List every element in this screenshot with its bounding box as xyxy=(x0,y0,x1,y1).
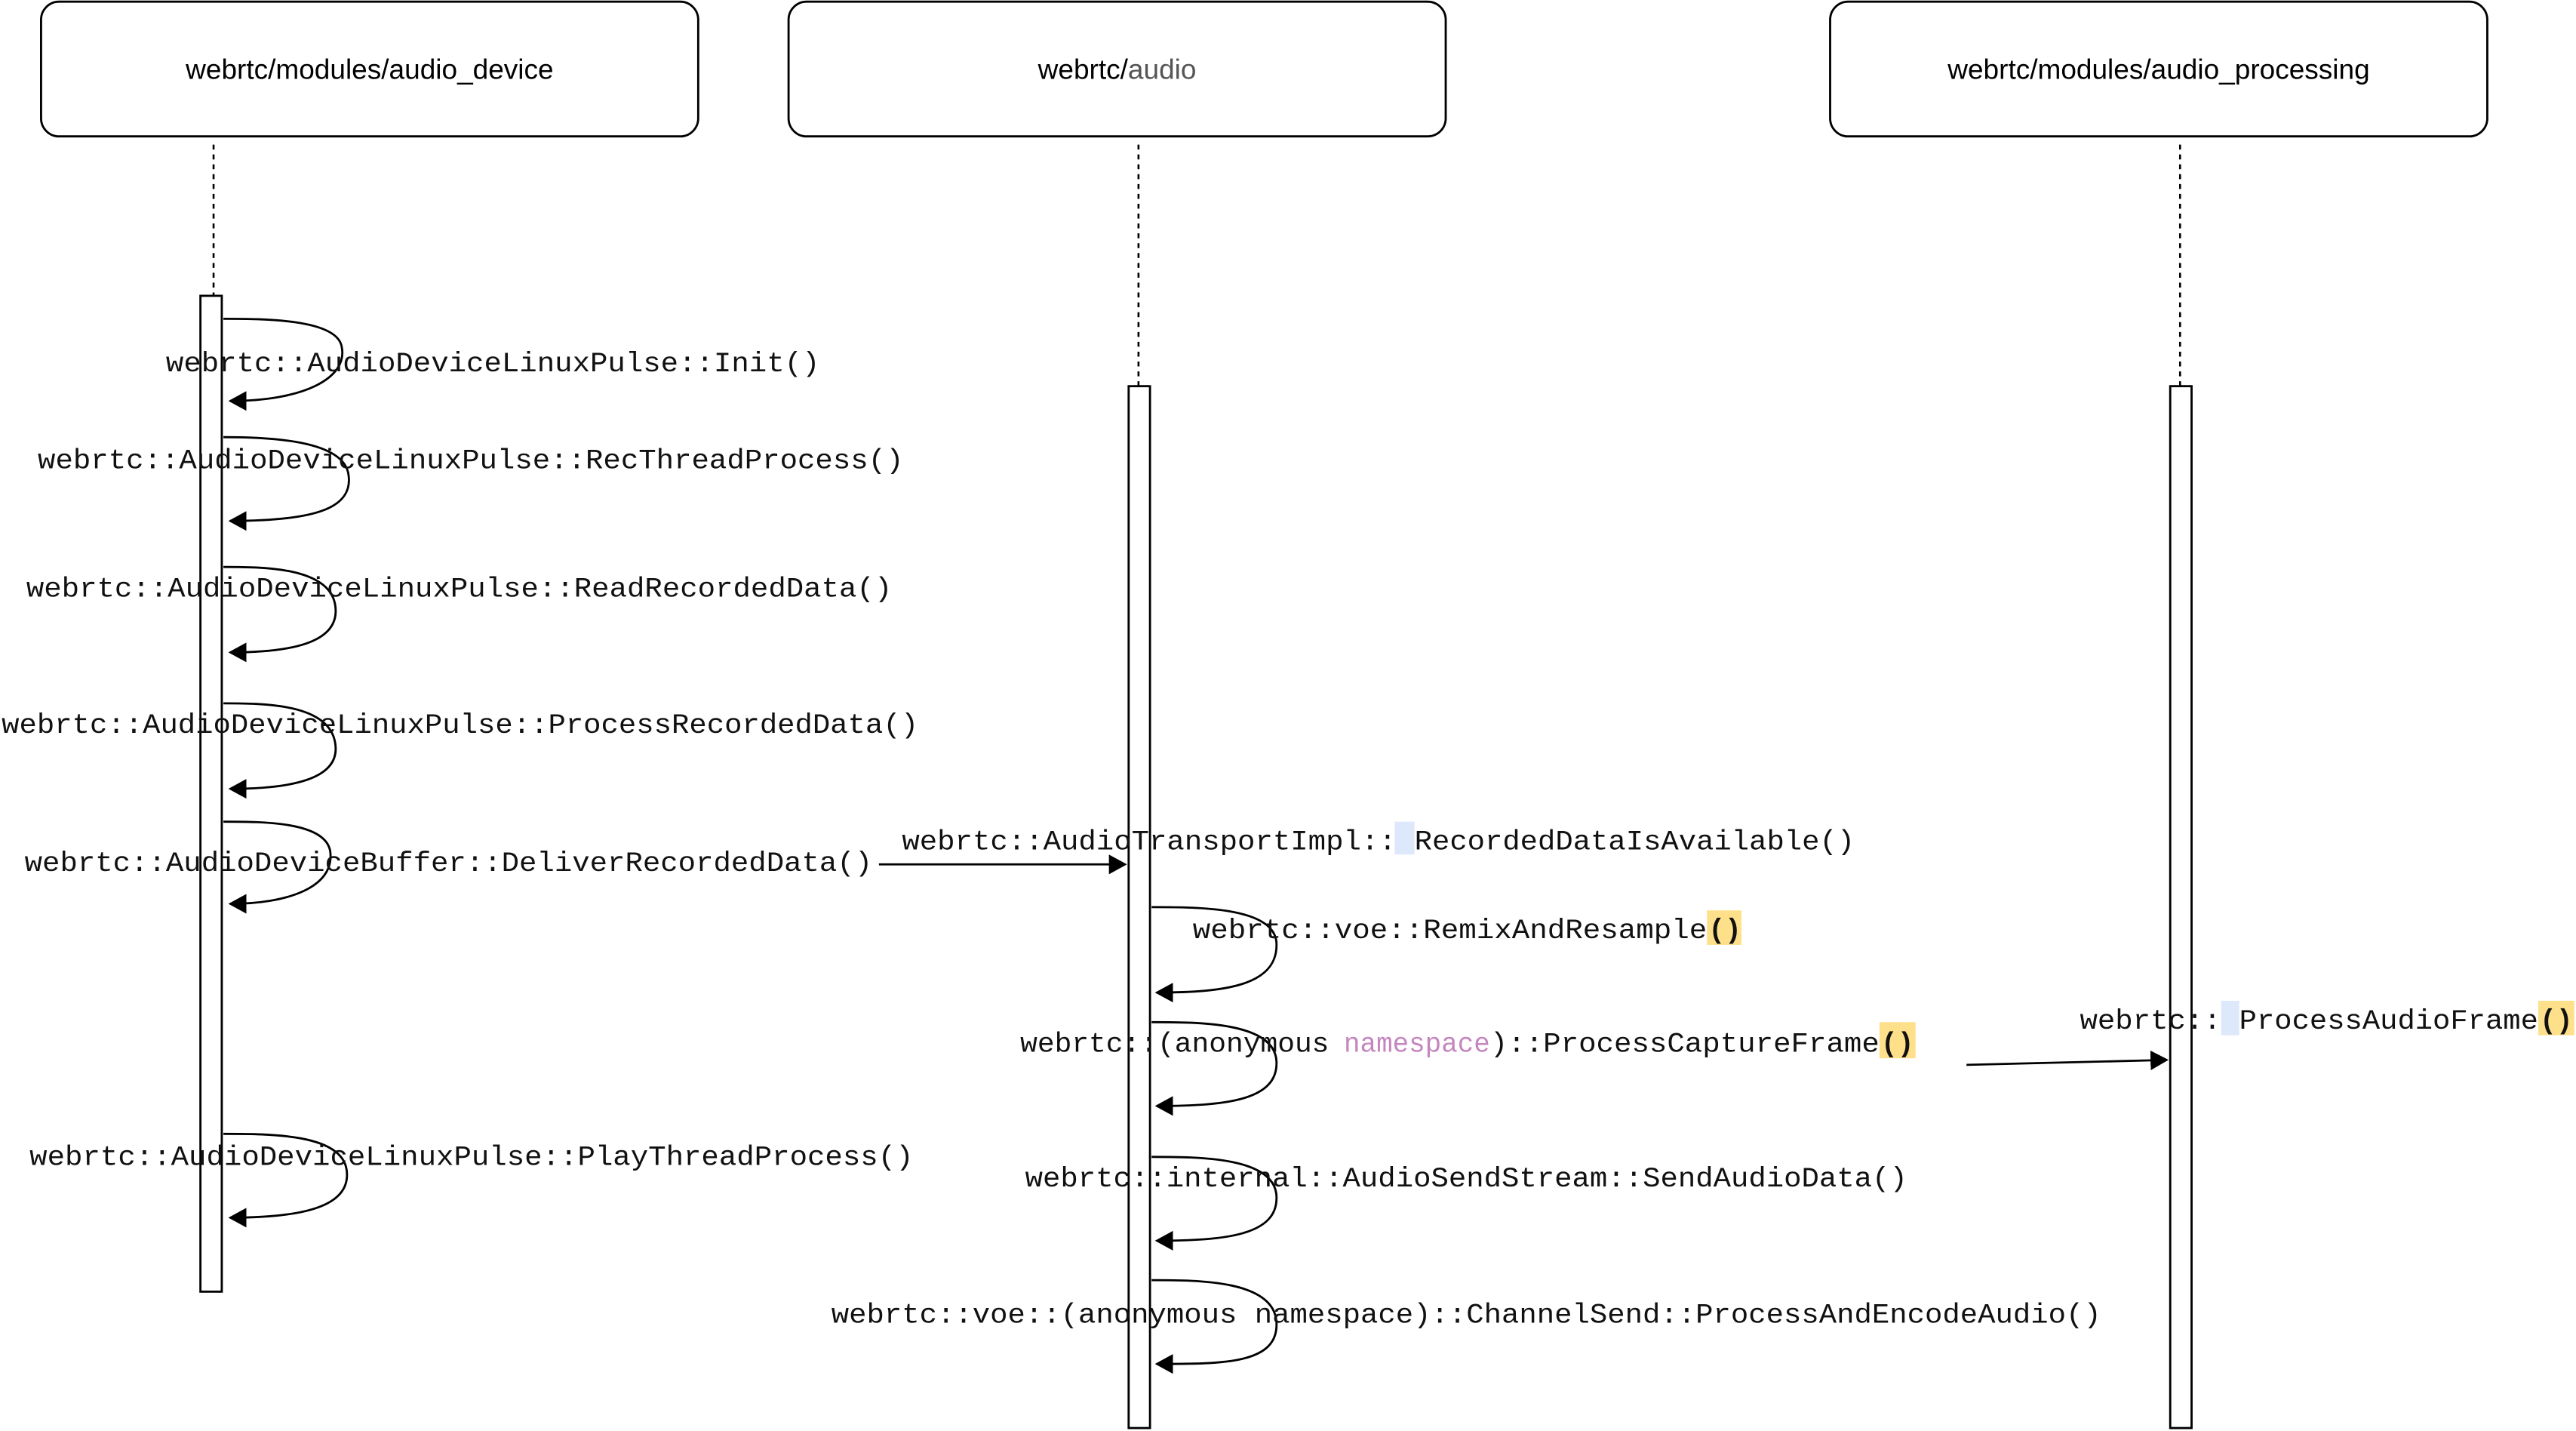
message-arrow-process-audio-frame xyxy=(1966,1050,2169,1070)
self-call-arrow-init xyxy=(223,317,344,411)
self-call-arrow-process-capture xyxy=(1151,1020,1278,1116)
call-label-process-audio-frame: ProcessAudioFrame xyxy=(2239,1006,2538,1038)
call-label-recorded-available-class: webrtc::AudioTransportImpl:: xyxy=(902,827,1396,859)
module-title-audio: webrtc/audio xyxy=(1037,54,1197,85)
call-label-send-audio-data: webrtc::internal::AudioSendStream::SendA… xyxy=(1025,1164,1907,1196)
paren-highlight xyxy=(2538,1000,2574,1036)
self-call-arrow-play-thread xyxy=(223,1132,349,1228)
self-call-arrow-deliver-recorded xyxy=(223,820,332,914)
activation-bar-audio-processing xyxy=(2169,385,2193,1429)
selection-highlight xyxy=(1394,821,1415,855)
call-label-process-recorded-data: webrtc::AudioDeviceLinuxPulse::ProcessRe… xyxy=(2,710,918,742)
call-label-process-capture-paren: () xyxy=(1881,1029,1914,1060)
call-label-deliver-recorded-data: webrtc::AudioDeviceBuffer::DeliverRecord… xyxy=(25,848,872,880)
call-label-read-recorded-data: webrtc::AudioDeviceLinuxPulse::ReadRecor… xyxy=(26,574,892,605)
call-label-remix-paren: () xyxy=(1708,916,1741,947)
self-call-arrow-read-recorded xyxy=(223,565,337,663)
self-call-arrow-rec-thread xyxy=(223,435,350,531)
call-label-process-and-encode-audio: webrtc::voe::(anonymous namespace)::Chan… xyxy=(832,1300,2101,1332)
call-label-recorded-available-method: RecordedDataIsAvailable() xyxy=(1415,827,1855,859)
self-call-arrow-process-recorded xyxy=(223,702,337,799)
call-label-play-thread-process: webrtc::AudioDeviceLinuxPulse::PlayThrea… xyxy=(29,1143,913,1174)
module-title-audio-processing: webrtc/modules/audio_processing xyxy=(1947,54,2369,85)
module-box-audio[interactable]: webrtc/audio xyxy=(787,0,1447,138)
call-label-process-audio-frame-namespace: webrtc:: xyxy=(2080,1006,2221,1038)
call-label-namespace-keyword: namespace xyxy=(1344,1029,1490,1060)
self-call-arrow-encode-audio xyxy=(1151,1279,1278,1374)
paren-highlight xyxy=(1707,910,1741,945)
activation-bar-audio-device xyxy=(199,294,223,1293)
call-label-init: webrtc::AudioDeviceLinuxPulse::Init() xyxy=(166,349,820,380)
call-label-remix-and-resample: webrtc::voe::RemixAndResample xyxy=(1193,916,1707,947)
module-box-audio-processing[interactable]: webrtc/modules/audio_processing xyxy=(1829,0,2488,138)
call-label-process-capture-prefix: webrtc::(anonymous xyxy=(1020,1029,1329,1060)
selection-highlight xyxy=(2221,1000,2239,1036)
self-call-arrow-remix xyxy=(1151,906,1278,1003)
activation-bar-audio xyxy=(1127,385,1151,1429)
module-title-audio-device: webrtc/modules/audio_device xyxy=(185,54,553,85)
call-label-rec-thread-process: webrtc::AudioDeviceLinuxPulse::RecThread… xyxy=(38,446,903,478)
paren-highlight xyxy=(1879,1022,1916,1059)
call-label-process-capture-frame: )::ProcessCaptureFrame xyxy=(1490,1029,1880,1060)
module-box-audio-device[interactable]: webrtc/modules/audio_device xyxy=(40,0,699,138)
self-call-arrow-send-audio xyxy=(1151,1156,1278,1251)
call-label-process-audio-frame-paren: () xyxy=(2540,1006,2573,1038)
